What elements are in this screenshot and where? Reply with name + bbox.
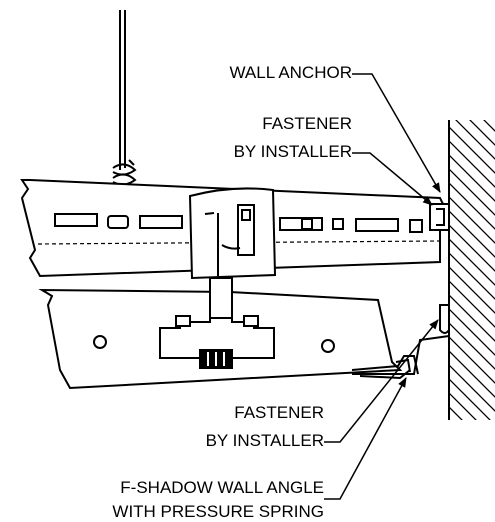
label-fastener-top-2: BY INSTALLER	[233, 142, 352, 161]
wall	[448, 120, 495, 420]
hanger-clip	[188, 187, 277, 280]
leaders	[324, 73, 441, 500]
label-wall-angle-1: F-SHADOW WALL ANGLE	[120, 478, 324, 497]
label-wall-anchor: WALL ANCHOR	[229, 63, 353, 82]
tee-profile	[159, 277, 275, 369]
label-fastener-bottom-1: FASTENER	[234, 403, 324, 422]
wall-anchor	[429, 203, 450, 231]
label-fastener-bottom-2: BY INSTALLER	[205, 431, 324, 450]
label-fastener-top-1: FASTENER	[262, 114, 352, 133]
label-wall-angle-2: WITH PRESSURE SPRING	[112, 502, 324, 521]
